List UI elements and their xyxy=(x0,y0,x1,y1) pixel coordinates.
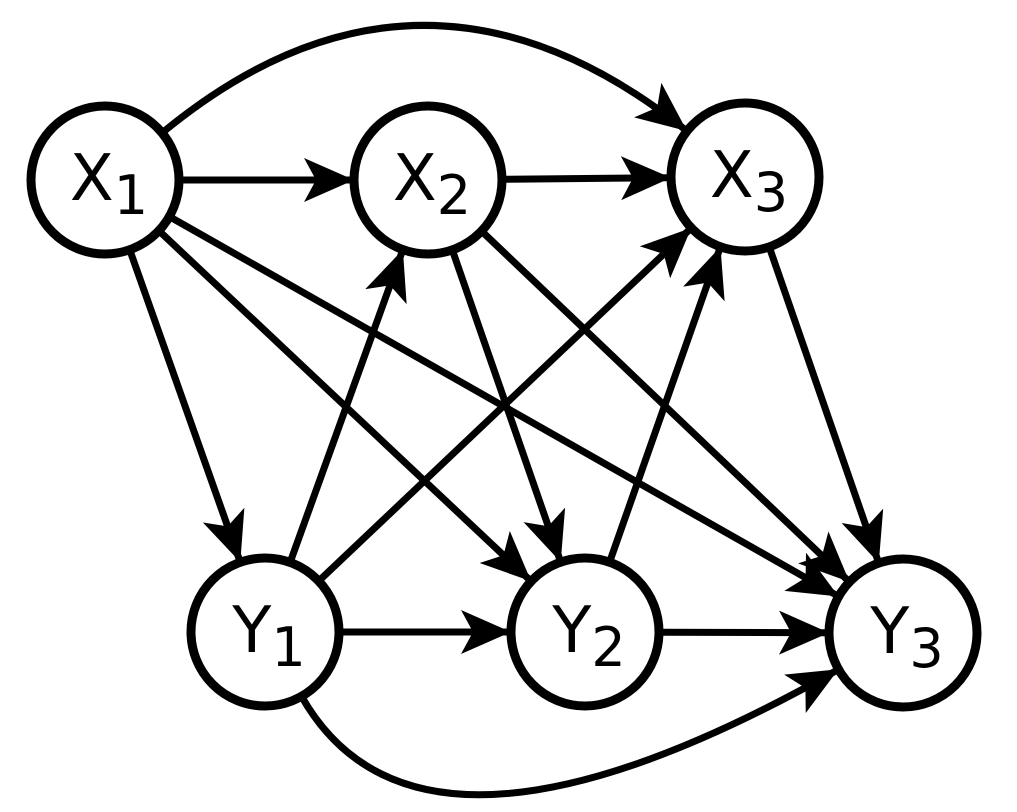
node-circle xyxy=(349,101,507,259)
node-label: Y1 xyxy=(231,594,305,679)
node-subscript: 2 xyxy=(437,164,471,227)
node-x3: X3 xyxy=(666,98,824,256)
edge-y2-to-x3 xyxy=(606,246,725,564)
node-label: X3 xyxy=(710,139,788,224)
node-subscript: 3 xyxy=(909,617,943,680)
node-y1: Y1 xyxy=(186,553,344,711)
node-circle xyxy=(824,554,982,712)
edge-y2-to-y3 xyxy=(658,610,829,655)
node-label: X1 xyxy=(70,142,148,227)
edge-x1-to-y1 xyxy=(126,248,245,563)
node-label: Y2 xyxy=(551,594,625,679)
node-circle xyxy=(506,553,664,711)
node-label: X2 xyxy=(393,142,471,227)
node-x1: X1 xyxy=(26,101,184,259)
edge-y1-to-x2 xyxy=(286,249,407,564)
node-circle xyxy=(666,98,824,256)
node-subscript: 1 xyxy=(271,616,305,679)
edge-x2-to-x3 xyxy=(501,156,672,201)
node-subscript: 2 xyxy=(591,616,625,679)
node-y3: Y3 xyxy=(824,554,982,712)
node-letter: Y xyxy=(551,594,592,668)
edge-y1-to-x3 xyxy=(316,227,692,584)
edge-x1-to-x3 xyxy=(159,21,687,136)
edges-layer xyxy=(126,21,884,799)
edge-x3-to-y3 xyxy=(765,245,884,564)
node-circle xyxy=(186,553,344,711)
node-letter: X xyxy=(70,142,114,216)
node-x2: X2 xyxy=(349,101,507,259)
node-letter: X xyxy=(710,139,754,213)
node-label: Y3 xyxy=(869,595,943,680)
node-letter: Y xyxy=(231,594,272,668)
node-letter: X xyxy=(393,142,437,216)
node-y2: Y2 xyxy=(506,553,664,711)
node-subscript: 1 xyxy=(114,164,148,227)
node-letter: Y xyxy=(869,595,910,669)
node-circle xyxy=(26,101,184,259)
edge-y1-to-y3 xyxy=(298,668,839,799)
node-subscript: 3 xyxy=(754,161,788,224)
